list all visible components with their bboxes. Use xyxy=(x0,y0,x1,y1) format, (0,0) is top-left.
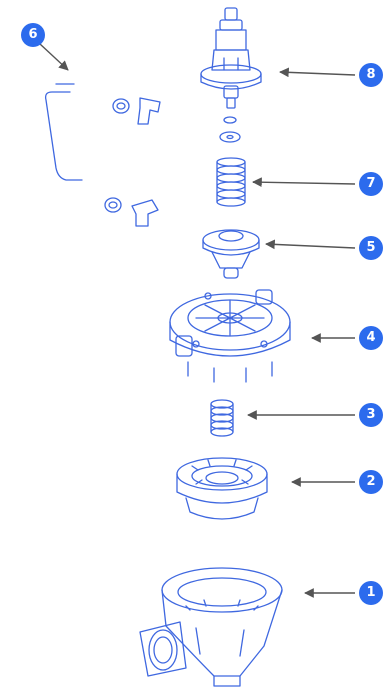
lower-spring-icon xyxy=(210,399,234,437)
part-label-8: 8 xyxy=(359,63,383,87)
tubing-kit-icon xyxy=(44,83,161,227)
part-label-3: 3 xyxy=(359,403,383,427)
pilot-head-icon xyxy=(200,7,262,109)
flange-ring-icon xyxy=(176,457,268,520)
part-label-6: 6 xyxy=(21,23,45,47)
part-label-7: 7 xyxy=(359,172,383,196)
part-label-4: 4 xyxy=(359,326,383,350)
part-label-2: 2 xyxy=(359,470,383,494)
washer-icon xyxy=(219,116,241,143)
part-label-5: 5 xyxy=(359,236,383,260)
leader-arrow-5 xyxy=(265,239,356,250)
part-label-1: 1 xyxy=(359,581,383,605)
upper-spring-icon xyxy=(216,157,246,207)
leader-arrow-7 xyxy=(252,177,356,188)
valve-body-icon xyxy=(139,567,283,687)
diaphragm-plate-icon xyxy=(202,229,260,279)
valve-cover-icon xyxy=(169,289,291,383)
leader-arrow-6 xyxy=(39,43,69,71)
leader-arrow-8 xyxy=(279,67,356,78)
